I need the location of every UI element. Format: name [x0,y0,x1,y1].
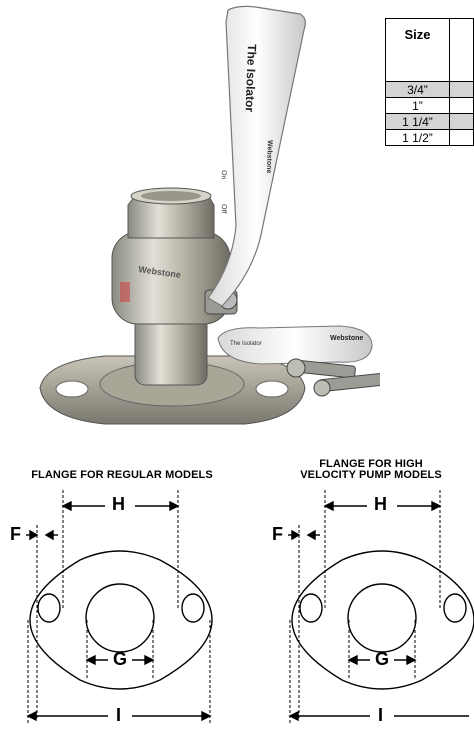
dim-label-h: H [112,494,125,514]
tag-text: The Isolator [230,341,262,347]
size-cell: 1 1/4” [385,113,450,130]
valve-body: Webstone [111,187,238,386]
dim-label-i: I [116,705,122,725]
size-header-blank [448,18,474,82]
dim-label-i-high: I [378,705,384,725]
flange-high-drawing [288,490,474,725]
blank-cell [448,81,474,98]
size-cell: 1 1/2” [385,129,450,146]
flange-high-caption-line2: VELOCITY PUMP MODELS [300,469,442,481]
dim-label-f-high: F [272,524,283,544]
product-illustration: Webstone The Isolator Webstone On Off Th… [39,5,380,425]
dim-label-f: F [10,524,21,544]
flange-regular-drawing [26,490,213,725]
dim-label-g-high: G [375,649,390,669]
size-cell: 1” [385,97,450,114]
flange-regular-caption: FLANGE FOR REGULAR MODELS [31,469,213,481]
size-table-header-row: Size [385,18,474,82]
size-table: Size 3/4” 1” 1 1/4” 1 1/2” [385,18,474,146]
dim-label-h-high: H [374,494,387,514]
handle-maker-text: Webstone [265,140,273,174]
size-header: Size [385,18,450,82]
blank-cell [448,129,474,146]
blank-cell [448,97,474,114]
blank-cell [448,113,474,130]
table-row: 1 1/2” [385,129,474,146]
table-row: 1” [385,97,474,114]
table-row: 1 1/4” [385,113,474,130]
handle-on-text: On [220,170,227,180]
dim-label-g: G [113,649,128,669]
handle-off-text: Off [220,204,227,214]
handle-brand-text: The Isolator [243,44,259,113]
tag-brand: Webstone [330,335,363,342]
accessory-tag: The Isolator Webstone [217,325,380,397]
size-cell: 3/4” [385,81,450,98]
table-row: 3/4” [385,81,474,98]
valve-handle: The Isolator Webstone On Off [207,5,306,307]
flange-high-caption-line1: FLANGE FOR HIGH [319,458,423,470]
